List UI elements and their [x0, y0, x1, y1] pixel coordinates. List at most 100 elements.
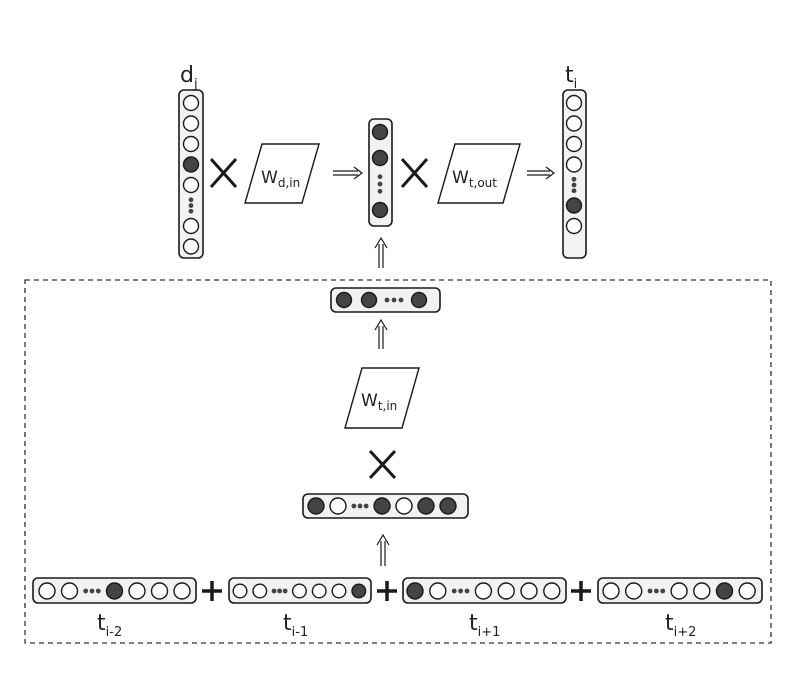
- target-vector-label: ti: [565, 63, 577, 92]
- inactive-unit: [565, 94, 583, 112]
- arrow-up-icon: [374, 318, 388, 349]
- inactive-unit: [329, 497, 347, 515]
- arrow-right-icon: [527, 166, 555, 180]
- inactive-unit: [60, 582, 79, 600]
- active-unit: [105, 582, 124, 600]
- w-d-in-matrix: Wd,in: [244, 143, 320, 204]
- active-unit: [307, 497, 325, 515]
- inactive-unit: [395, 497, 413, 515]
- ellipsis-dot: [571, 176, 577, 182]
- multiply-icon: [400, 158, 429, 188]
- ellipsis-dot: [363, 503, 369, 509]
- hidden-vector-box: [368, 118, 393, 227]
- inactive-unit: [252, 583, 268, 599]
- ellipsis-dot: [647, 588, 653, 594]
- context-term-i+1: [402, 577, 567, 604]
- hidden-vector-cells: [371, 123, 389, 219]
- ellipsis-dot: [188, 208, 194, 214]
- doc-vector-cells: [182, 94, 200, 255]
- inactive-unit: [173, 582, 191, 600]
- ellipsis-dot: [377, 181, 383, 187]
- hidden-vector: [368, 118, 393, 227]
- doc-vector-label: dj: [180, 63, 198, 92]
- context-term-i-2-label: ti-2: [97, 611, 122, 640]
- projected-vector: [330, 287, 441, 313]
- w-t-in-label: Wt,in: [361, 391, 397, 413]
- inactive-unit: [232, 583, 248, 599]
- ellipsis-dot: [451, 588, 457, 594]
- multiply-icon: [368, 449, 397, 480]
- multiply-icon: [209, 158, 238, 188]
- ellipsis-dot: [357, 503, 363, 509]
- inactive-unit: [565, 135, 583, 153]
- ellipsis-dot: [282, 588, 288, 594]
- ellipsis-dot: [188, 203, 194, 208]
- ellipsis-dot: [95, 588, 101, 594]
- summed-vector: [302, 493, 469, 519]
- ellipsis-dot: [351, 503, 357, 509]
- ellipsis-dot: [377, 188, 383, 194]
- ellipsis-dot: [384, 297, 390, 303]
- active-unit: [182, 156, 200, 173]
- summed-vector-cells: [307, 497, 457, 515]
- inactive-unit: [311, 583, 327, 599]
- inactive-unit: [291, 583, 307, 599]
- inactive-unit: [429, 582, 447, 600]
- active-unit: [371, 201, 389, 219]
- ellipsis-dot: [377, 174, 383, 180]
- inactive-unit: [182, 176, 200, 194]
- inactive-unit: [565, 217, 583, 235]
- inactive-unit: [565, 156, 583, 173]
- active-unit: [417, 497, 435, 515]
- inactive-unit: [182, 217, 200, 235]
- active-unit: [406, 582, 424, 600]
- ellipsis-dot: [271, 588, 277, 594]
- ellipsis-dot: [83, 588, 89, 594]
- context-term-i+2: [597, 577, 763, 604]
- w-t-in-matrix: Wt,in: [344, 367, 420, 429]
- ellipsis-dot: [398, 297, 404, 303]
- inactive-unit: [497, 582, 515, 600]
- inactive-unit: [738, 582, 756, 600]
- active-unit: [360, 291, 378, 309]
- arrow-right-icon: [333, 166, 363, 180]
- context-term-i+1-label: ti+1: [469, 611, 500, 640]
- w-t-out-label: Wt,out: [452, 168, 497, 190]
- plus-icon: [377, 581, 397, 601]
- ellipsis-dot: [464, 588, 470, 594]
- ellipsis-dot: [654, 588, 659, 594]
- plus-icon: [571, 581, 591, 601]
- arrow-up-icon: [376, 533, 390, 566]
- w-t-out-matrix: Wt,out: [437, 143, 521, 204]
- w-d-in-label: Wd,in: [261, 168, 300, 190]
- active-unit: [371, 123, 389, 141]
- ellipsis-dot: [571, 182, 577, 188]
- ellipsis-dot: [188, 197, 194, 203]
- inactive-unit: [182, 135, 200, 153]
- inactive-unit: [182, 94, 200, 112]
- inactive-unit: [331, 583, 347, 599]
- target-vector: [562, 89, 587, 259]
- inactive-unit: [182, 115, 200, 132]
- ellipsis-dot: [89, 588, 95, 594]
- doc-vector: [178, 89, 204, 259]
- active-unit: [715, 582, 734, 600]
- ellipsis-dot: [277, 588, 282, 594]
- context-term-i-1-label: ti-1: [283, 611, 308, 640]
- active-unit: [335, 291, 353, 309]
- active-unit: [371, 149, 389, 167]
- inactive-unit: [565, 115, 583, 132]
- inactive-unit: [38, 582, 56, 600]
- active-unit: [351, 583, 367, 599]
- ellipsis-dot: [458, 588, 463, 594]
- plus-icon: [202, 581, 222, 601]
- doc-vector-box: [178, 89, 204, 259]
- context-term-i-1: [228, 577, 372, 604]
- inactive-unit: [520, 582, 538, 600]
- inactive-unit: [474, 582, 493, 600]
- inactive-unit: [693, 582, 711, 600]
- ellipsis-dot: [391, 297, 397, 303]
- inactive-unit: [182, 238, 200, 255]
- inactive-unit: [602, 582, 620, 600]
